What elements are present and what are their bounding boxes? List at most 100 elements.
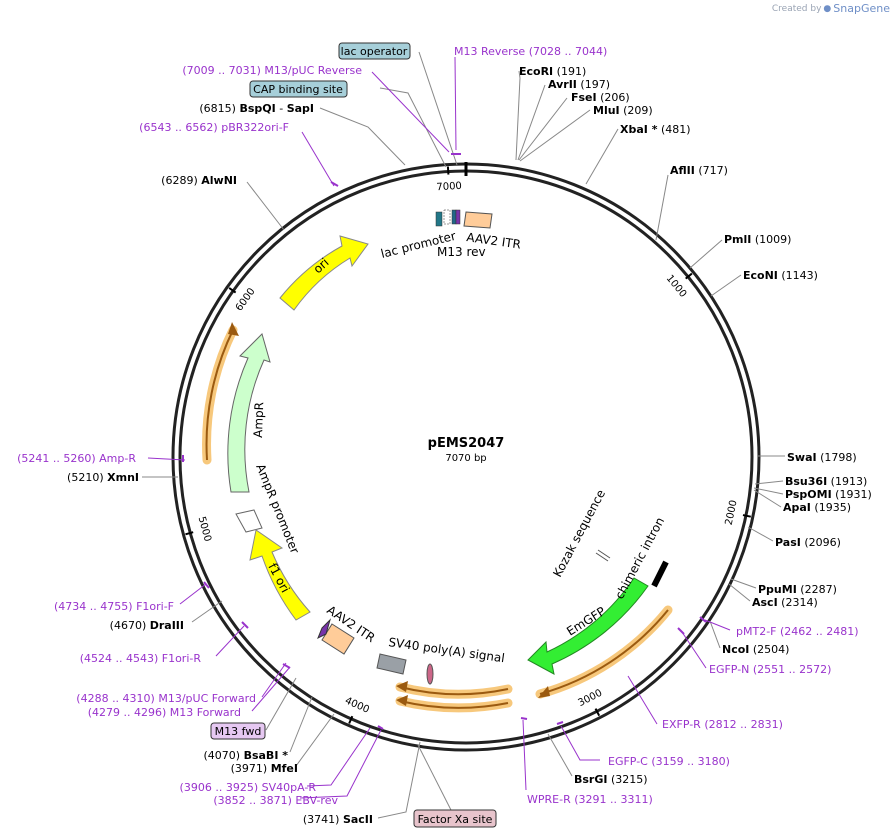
aav2-itr-bottom-feature[interactable]: AAV2 ITR	[317, 603, 378, 655]
factor-xa-marker-icon	[426, 663, 434, 685]
enzyme-site-label[interactable]: BsrGI (3215)	[574, 773, 648, 786]
enzyme-site-label[interactable]: (5210) XmnI	[67, 471, 139, 484]
primer-name: M13/pUC Reverse	[264, 64, 362, 77]
svg-text:lac operator: lac operator	[341, 45, 408, 58]
primer-range: (3291 .. 3311)	[571, 793, 653, 806]
enzyme-site-label[interactable]: (6289) AlwNI	[161, 174, 237, 187]
enzyme-site-label[interactable]: EcoRI (191)	[519, 65, 586, 78]
primer-label[interactable]: (4524 .. 4543) F1ori-R	[80, 652, 202, 665]
enzyme-site-label[interactable]: (3741) SacII	[303, 813, 373, 826]
ampr-feature[interactable]: AmpR	[227, 333, 271, 493]
enzyme-site-label[interactable]: AscI (2314)	[752, 596, 818, 609]
primer-label[interactable]: (5241 .. 5260) Amp-R	[17, 452, 136, 465]
enzyme-site-label[interactable]: (3971) MfeI	[231, 762, 298, 775]
tick-label: 6000	[234, 286, 258, 313]
enzyme-name: Bsu36I	[785, 475, 827, 488]
primer-label[interactable]: (4279 .. 4296) M13 Forward	[88, 706, 241, 719]
primer-range: (6543 .. 6562)	[139, 121, 221, 134]
primer-range: (4524 .. 4543)	[80, 652, 162, 665]
enzyme-position: (191)	[553, 65, 586, 78]
enzyme-site-label[interactable]: SwaI (1798)	[787, 451, 857, 464]
enzyme-name: MluI	[593, 104, 620, 117]
enzyme-site-label[interactable]: XbaI * (481)	[620, 123, 691, 136]
primer-range: (2812 .. 2831)	[701, 718, 783, 731]
primer-label[interactable]: (3906 .. 3925) SV40pA-R	[180, 781, 317, 794]
primer-name: M13/pUC Forward	[158, 692, 256, 705]
primer-range: (3852 .. 3871)	[213, 794, 295, 807]
enzyme-labels: EcoRI (191)AvrII (197)FseI (206)MluI (20…	[67, 65, 872, 826]
enzyme-name: PspOMI	[785, 488, 832, 501]
tick-label: 2000	[724, 499, 740, 526]
enzyme-site-label[interactable]: (6815) BspQI - SapI	[199, 102, 314, 115]
enzyme-site-label[interactable]: (4670) DraIII	[110, 619, 184, 632]
primer-range: (7028 .. 7044)	[525, 45, 607, 58]
primer-label[interactable]: M13 Reverse (7028 .. 7044)	[454, 45, 607, 58]
enzyme-site-label[interactable]: PmlI (1009)	[724, 233, 791, 246]
primer-label[interactable]: (4734 .. 4755) F1ori-F	[54, 600, 174, 613]
enzyme-site-label[interactable]: AvrII (197)	[548, 78, 610, 91]
enzyme-site-label[interactable]: PpuMI (2287)	[758, 583, 837, 596]
f1-ori-feature[interactable]: f1 ori	[249, 529, 311, 621]
kozak-feature[interactable]: Kozak sequence	[550, 487, 611, 579]
primer-range: (3159 .. 3180)	[648, 755, 730, 768]
tick-mark	[348, 715, 354, 724]
primer-name: EBV-rev	[295, 794, 338, 807]
svg-text:CAP binding site: CAP binding site	[253, 83, 343, 96]
watermark-prefix: Created by	[771, 3, 822, 14]
enzyme-position: (4670)	[110, 619, 150, 632]
enzyme-site-label[interactable]: PspOMI (1931)	[785, 488, 872, 501]
enzyme-name: PmlI	[724, 233, 751, 246]
primer-label[interactable]: WPRE-R (3291 .. 3311)	[527, 793, 653, 806]
boxed-label-lac-operator[interactable]: lac operator	[338, 42, 411, 60]
enzyme-site-label[interactable]: (4070) BsaBI *	[204, 749, 289, 762]
enzyme-site-label[interactable]: Bsu36I (1913)	[785, 475, 867, 488]
primer-range: (5241 .. 5260)	[17, 452, 99, 465]
boxed-label-cap-binding-site[interactable]: CAP binding site	[249, 80, 348, 98]
plasmid-length: 7070 bp	[445, 453, 486, 464]
emgfp-orf-arrow	[535, 605, 673, 699]
primer-label[interactable]: (7009 .. 7031) M13/pUC Reverse	[182, 64, 362, 77]
svg-text:M13 fwd: M13 fwd	[215, 725, 262, 738]
sv40-polya-feature[interactable]: SV40 poly(A) signal	[376, 635, 506, 685]
enzyme-name: ApaI	[783, 501, 811, 514]
ampr-label: AmpR	[251, 402, 266, 438]
enzyme-position: (197)	[577, 78, 610, 91]
ori-feature[interactable]: ori	[279, 235, 369, 311]
primer-label[interactable]: (3852 .. 3871) EBV-rev	[213, 794, 338, 807]
top-feature-cluster[interactable]: lac promoter M13 rev AAV2 ITR	[379, 209, 522, 261]
primer-marks	[182, 153, 707, 730]
enzyme-separator: -	[276, 102, 287, 115]
primer-label[interactable]: EGFP-C (3159 .. 3180)	[608, 755, 730, 768]
enzyme-site-label[interactable]: PasI (2096)	[775, 536, 841, 549]
boxed-label-factor-xa-site[interactable]: Factor Xa site	[413, 809, 497, 828]
enzyme-name: PasI	[775, 536, 801, 549]
primer-label[interactable]: EGFP-N (2551 .. 2572)	[709, 663, 831, 676]
enzyme-site-label[interactable]: MluI (209)	[593, 104, 653, 117]
enzyme-site-label[interactable]: NcoI (2504)	[722, 643, 789, 656]
enzyme-site-label[interactable]: AflII (717)	[670, 164, 728, 177]
primer-name: SV40pA-R	[262, 781, 317, 794]
tick-label: 7000	[436, 181, 462, 194]
enzyme-site-label[interactable]: FseI (206)	[571, 91, 630, 104]
primer-name: pMT2-F	[736, 625, 777, 638]
enzyme-name: EcoNI	[743, 269, 778, 282]
enzyme-position: (3741)	[303, 813, 343, 826]
boxed-label-m13-fwd[interactable]: M13 fwd	[210, 722, 266, 740]
bottom-orf-arrow-1	[395, 681, 513, 699]
enzyme-position: (1798)	[817, 451, 857, 464]
primer-range: (2462 .. 2481)	[777, 625, 859, 638]
primer-label[interactable]: (4288 .. 4310) M13/pUC Forward	[76, 692, 256, 705]
callout-lines	[142, 51, 785, 819]
enzyme-position: (1913)	[827, 475, 867, 488]
primer-range: (4288 .. 4310)	[76, 692, 158, 705]
primer-label[interactable]: (6543 .. 6562) pBR322ori-F	[139, 121, 289, 134]
emgfp-feature[interactable]: EmGFP	[527, 577, 649, 675]
enzyme-site-label[interactable]: ApaI (1935)	[783, 501, 851, 514]
primer-label[interactable]: pMT2-F (2462 .. 2481)	[736, 625, 859, 638]
enzyme-site-label[interactable]: EcoNI (1143)	[743, 269, 818, 282]
enzyme-position: (6815)	[199, 102, 239, 115]
enzyme-name: NcoI	[722, 643, 749, 656]
primer-label[interactable]: EXFP-R (2812 .. 2831)	[662, 718, 783, 731]
primer-name: pBR322ori-F	[221, 121, 289, 134]
